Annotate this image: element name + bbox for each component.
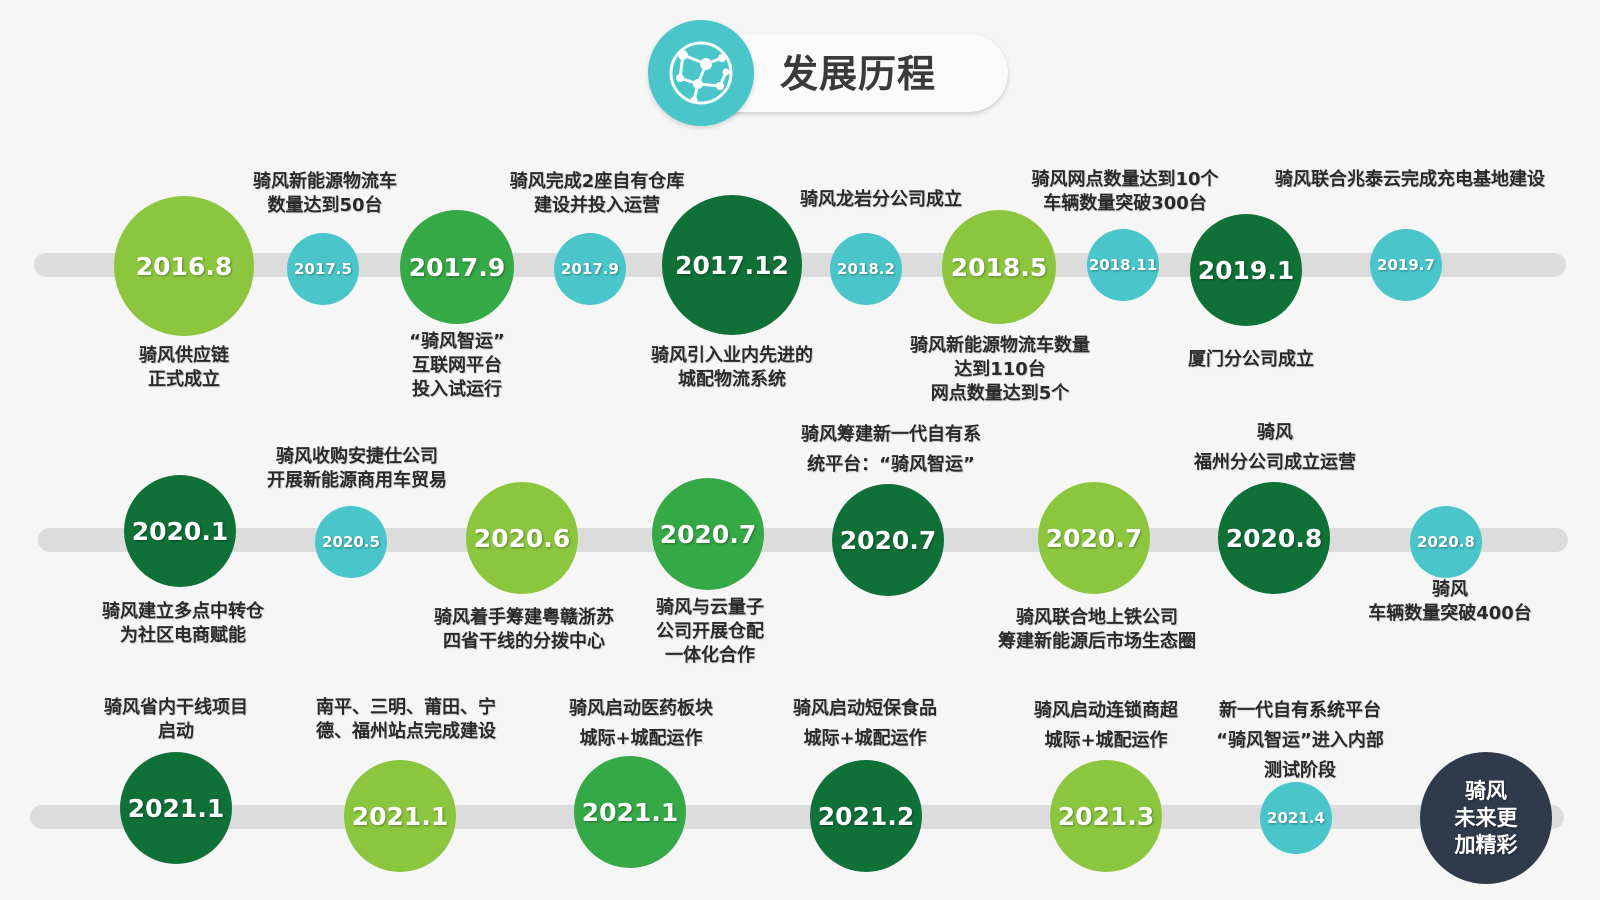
milestone-node: 2020.8 bbox=[1410, 506, 1482, 578]
milestone-node: 2020.6 bbox=[466, 482, 578, 594]
milestone-caption: 骑风联合兆泰云完成充电基地建设 bbox=[1275, 169, 1545, 190]
milestone-caption: “骑风智运” 互联网平台 投入试运行 bbox=[409, 331, 505, 400]
milestone-caption: 骑风新能源物流车数量 达到110台 网点数量达到5个 bbox=[910, 335, 1090, 404]
milestone-caption: 骑风启动短保食品 城际+城配运作 bbox=[793, 698, 937, 749]
network-globe-icon bbox=[648, 20, 754, 126]
milestone-caption: 骑风启动医药板块 城际+城配运作 bbox=[569, 698, 713, 749]
milestone-caption: 骑风着手筹建粤赣浙苏 四省干线的分拨中心 bbox=[434, 607, 614, 652]
milestone-node: 2016.8 bbox=[114, 196, 254, 336]
milestone-caption: 骑风与云量子 公司开展仓配 一体化合作 bbox=[656, 597, 764, 666]
milestone-caption: 骑风联合地上铁公司 筹建新能源后市场生态圈 bbox=[998, 607, 1196, 652]
future-node: 骑风 未来更 加精彩 bbox=[1420, 752, 1552, 884]
milestone-node: 2018.2 bbox=[830, 233, 902, 305]
timeline-track-2020 bbox=[38, 528, 1568, 552]
milestone-caption: 骑风引入业内先进的 城配物流系统 bbox=[651, 345, 813, 390]
milestone-node: 2021.1 bbox=[344, 760, 456, 872]
milestone-caption: 骑风 车辆数量突破400台 bbox=[1368, 579, 1532, 624]
milestone-caption: 南平、三明、莆田、宁 德、福州站点完成建设 bbox=[316, 697, 496, 742]
milestone-node: 2018.5 bbox=[942, 210, 1056, 324]
milestone-node: 2020.5 bbox=[315, 506, 387, 578]
milestone-node: 2021.3 bbox=[1050, 760, 1162, 872]
milestone-node: 2017.9 bbox=[400, 210, 514, 324]
milestone-caption: 骑风网点数量达到10个 车辆数量突破300台 bbox=[1031, 169, 1219, 214]
milestone-caption: 骑风完成2座自有仓库 建设并投入运营 bbox=[509, 171, 685, 216]
milestone-node: 2020.7 bbox=[652, 478, 764, 590]
milestone-node: 2018.11 bbox=[1087, 229, 1159, 301]
milestone-node: 2019.1 bbox=[1190, 214, 1302, 326]
milestone-caption: 骑风供应链 正式成立 bbox=[139, 345, 229, 390]
milestone-caption: 骑风 福州分公司成立运营 bbox=[1194, 422, 1356, 473]
milestone-caption: 骑风筹建新一代自有系 统平台：“骑风智运” bbox=[801, 424, 981, 475]
milestone-node: 2020.7 bbox=[832, 484, 944, 596]
milestone-node: 2021.2 bbox=[810, 760, 922, 872]
milestone-caption: 骑风龙岩分公司成立 bbox=[800, 189, 962, 210]
timeline-track-2021 bbox=[30, 805, 1564, 829]
milestone-node: 2020.8 bbox=[1218, 482, 1330, 594]
milestone-node: 2017.9 bbox=[554, 233, 626, 305]
milestone-caption: 骑风收购安捷仕公司 开展新能源商用车贸易 bbox=[267, 446, 447, 491]
milestone-caption: 骑风建立多点中转仓 为社区电商赋能 bbox=[102, 601, 264, 646]
page-title: 发展历程 bbox=[780, 52, 937, 96]
milestone-node: 2017.12 bbox=[662, 195, 802, 335]
milestone-caption: 骑风新能源物流车 数量达到50台 bbox=[253, 171, 397, 216]
milestone-node: 2021.1 bbox=[574, 756, 686, 868]
milestone-caption: 骑风省内干线项目 启动 bbox=[104, 697, 248, 742]
milestone-node: 2017.5 bbox=[287, 233, 359, 305]
milestone-node: 2020.1 bbox=[124, 475, 236, 587]
milestone-node: 2021.4 bbox=[1260, 782, 1332, 854]
milestone-caption: 新一代自有系统平台 “骑风智运”进入内部 测试阶段 bbox=[1216, 700, 1384, 781]
milestone-node: 2021.1 bbox=[120, 752, 232, 864]
milestone-caption: 骑风启动连锁商超 城际+城配运作 bbox=[1034, 700, 1178, 751]
milestone-node: 2020.7 bbox=[1038, 482, 1150, 594]
milestone-node: 2019.7 bbox=[1370, 229, 1442, 301]
milestone-caption: 厦门分公司成立 bbox=[1188, 349, 1314, 370]
